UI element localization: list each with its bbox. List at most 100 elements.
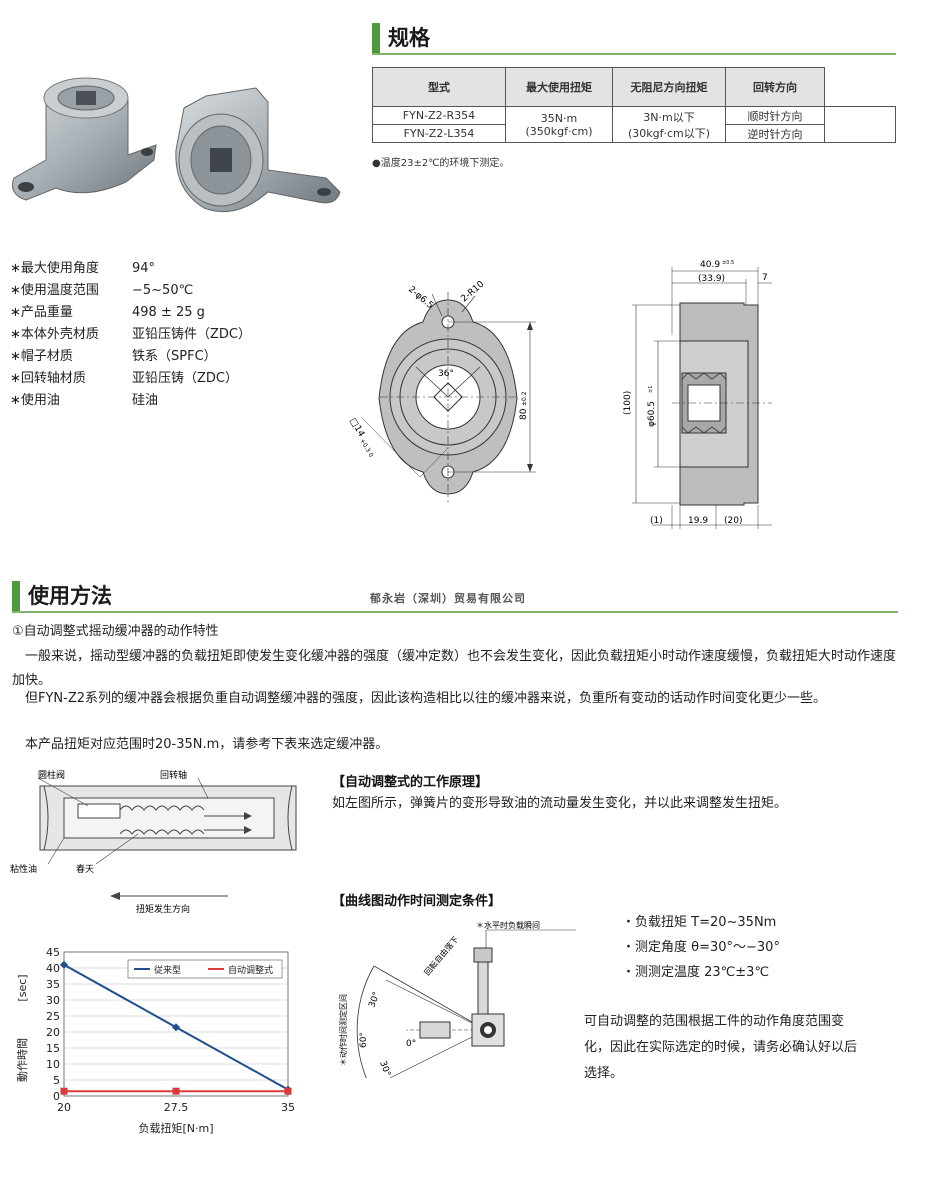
rotation-ccw: 逆时针方向 — [725, 124, 825, 143]
prop-value: −5~50℃ — [132, 283, 194, 298]
label-fall: 回転自由落下 — [422, 934, 461, 977]
angle-60: 60° — [359, 1032, 369, 1048]
usage-paragraph-2: 但FYN-Z2系列的缓冲器会根据负重自动调整缓冲器的强度，因此该构造相比以往的缓… — [25, 691, 827, 706]
col-model: 型式 — [372, 67, 506, 107]
flange-dim: 7 — [762, 273, 768, 283]
free-torque-cell: 3N·m以下 (30kgf·cm以下) — [612, 106, 726, 143]
legend-label: 自动调整式 — [228, 964, 273, 976]
prop-value: 亚铅压铸件（ZDC） — [132, 327, 251, 342]
bottom-dim-2: 19.9 — [688, 516, 708, 526]
prop-value: 硅油 — [132, 393, 159, 408]
front-view-drawing: 2-φ6.5 2-R10 36° 80 ±0.2 □14 +0.3 0 — [347, 279, 536, 502]
angle-0: 0° — [406, 1039, 416, 1049]
section-bar — [372, 23, 380, 53]
angle-label: 36° — [438, 369, 454, 379]
height-tol: ±0.2 — [521, 391, 528, 406]
prop-value: 94° — [132, 261, 156, 276]
col-free-torque: 无阻尼方向扭矩 — [612, 67, 726, 107]
principle-text: 如左图所示，弹簧片的变形导致油的流动量发生变化，并以此来调整发生扭矩。 — [332, 796, 788, 811]
x-tick-label: 35 — [281, 1101, 295, 1114]
prop-label: ∗使用油 — [10, 393, 60, 408]
spec-section-heading: 规格 — [372, 23, 896, 55]
y-tick-label: 5 — [53, 1074, 60, 1087]
usage-subheading: ①自动调整式摇动缓冲器的动作特性 — [12, 624, 219, 639]
usage-title: 使用方法 — [28, 584, 112, 608]
prop-label: ∗最大使用角度 — [10, 261, 99, 276]
spec-note: ●温度23±2℃的环境下测定。 — [372, 158, 510, 169]
col-max-torque: 最大使用扭矩 — [505, 67, 613, 107]
condition-item: ・测测定温度 23℃±3℃ — [622, 965, 770, 980]
y-tick-label: 15 — [46, 1042, 60, 1055]
section-bar — [12, 581, 20, 611]
radius-label: 2-R10 — [460, 279, 487, 304]
y-tick-label: 25 — [46, 1010, 60, 1023]
spec-table-header: 型式 最大使用扭矩 无阻尼方向扭矩 回转方向 — [372, 67, 896, 107]
prop-label: ∗本体外壳材质 — [10, 327, 99, 342]
product-photo — [12, 77, 341, 213]
x-axis-label: 负载扭矩[N·m] — [138, 1121, 213, 1135]
prop-value: 亚铅压铸（ZDC） — [132, 371, 238, 386]
prop-label: ∗回转轴材质 — [10, 371, 86, 386]
top-dim2: (33.9) — [698, 274, 725, 284]
company-watermark: 郁永岩（深圳）贸易有限公司 — [370, 592, 526, 605]
height-dim: (100) — [623, 391, 633, 415]
free-torque-kgf: (30kgf·cm以下) — [627, 126, 711, 140]
y-axis-unit: [sec] — [16, 974, 29, 1001]
y-tick-label: 0 — [53, 1090, 60, 1103]
label-side: ＊动作时间测定区间 — [338, 994, 348, 1066]
principle-title: 【自动调整式的工作原理】 — [332, 775, 489, 790]
col-blank — [824, 67, 896, 107]
max-torque-kgf: (350kgf·cm) — [525, 124, 593, 138]
top-tol: ±0.5 — [722, 260, 734, 266]
data-point — [60, 1087, 68, 1095]
square-label: □14 — [347, 417, 366, 440]
side-view-drawing: 40.9 ±0.5 (33.9) 7 (100) φ60.5 ±1 (1) 19… — [623, 260, 772, 529]
height-label: 80 — [519, 408, 529, 420]
mechanism-diagram: 圆柱阀 回转轴 粘性油 春天 扭矩发生方向 — [10, 769, 297, 915]
condition-diagram: ＊水平时负载瞬间 回転自由落下 ＊动作时间测定区间 30° 60° 0° 30° — [338, 920, 576, 1078]
prop-value: 498 ± 25 g — [132, 305, 205, 320]
label-shaft: 回转轴 — [160, 769, 187, 781]
hole-label: 2-φ6.5 — [406, 285, 435, 311]
y-tick-label: 30 — [46, 994, 60, 1007]
label-top: ＊水平时负载瞬间 — [476, 920, 540, 930]
section-rule — [12, 611, 898, 613]
properties-list: ∗最大使用角度 94° ∗使用温度范围 −5~50℃ ∗产品重量 498 ± 2… — [10, 258, 310, 418]
legend-box — [127, 959, 283, 979]
usage-paragraph-1: 一般来说，摇动型缓冲器的负载扭矩即使发生变化缓冲器的强度（缓冲定数）也不会发生变… — [12, 649, 897, 688]
square-tol: +0.3 0 — [358, 438, 374, 459]
x-tick-label: 20 — [57, 1101, 71, 1114]
condition-item: ・测定角度 θ=30°～−30° — [622, 940, 780, 955]
y-tick-label: 40 — [46, 962, 60, 975]
model-r: FYN-Z2-R354 — [372, 106, 506, 125]
x-tick-label: 27.5 — [164, 1101, 189, 1114]
y-tick-label: 20 — [46, 1026, 60, 1039]
prop-label: ∗使用温度范围 — [10, 283, 99, 298]
bottom-dim-1: (1) — [650, 516, 663, 526]
blank-cell — [824, 106, 896, 143]
free-torque-value: 3N·m以下 — [643, 110, 695, 124]
arrow-caption: 扭矩发生方向 — [136, 903, 190, 915]
prop-label: ∗帽子材质 — [10, 349, 73, 364]
spec-title: 规格 — [388, 26, 430, 50]
bottom-dim-3: (20) — [724, 516, 742, 526]
angle-30a: 30° — [367, 991, 382, 1009]
angle-30b: 30° — [377, 1060, 392, 1078]
top-dim: 40.9 — [700, 260, 720, 270]
data-point — [60, 960, 68, 969]
y-tick-label: 10 — [46, 1058, 60, 1071]
section-rule — [372, 53, 896, 55]
y-tick-label: 45 — [46, 946, 60, 959]
bore-tol: ±1 — [648, 386, 654, 393]
condition-item: ・负载扭矩 T=20~35Nm — [622, 915, 777, 930]
model-l: FYN-Z2-L354 — [372, 124, 506, 143]
condition-items: ・负载扭矩 T=20~35Nm ・测定角度 θ=30°～−30° ・测测定温度 … — [622, 910, 780, 985]
bore-dim: φ60.5 — [647, 401, 657, 427]
spec-table: 型式 最大使用扭矩 无阻尼方向扭矩 回转方向 FYN-Z2-R354 35N·m… — [372, 67, 896, 143]
label-oil: 粘性油 — [10, 863, 37, 875]
data-point — [284, 1087, 292, 1095]
note-line: 可自动调整的范围根据工件的动作角度范围变 — [584, 1014, 845, 1029]
y-axis-label: 動作時間 — [15, 1038, 29, 1082]
max-torque-cell: 35N·m (350kgf·cm) — [505, 106, 613, 143]
